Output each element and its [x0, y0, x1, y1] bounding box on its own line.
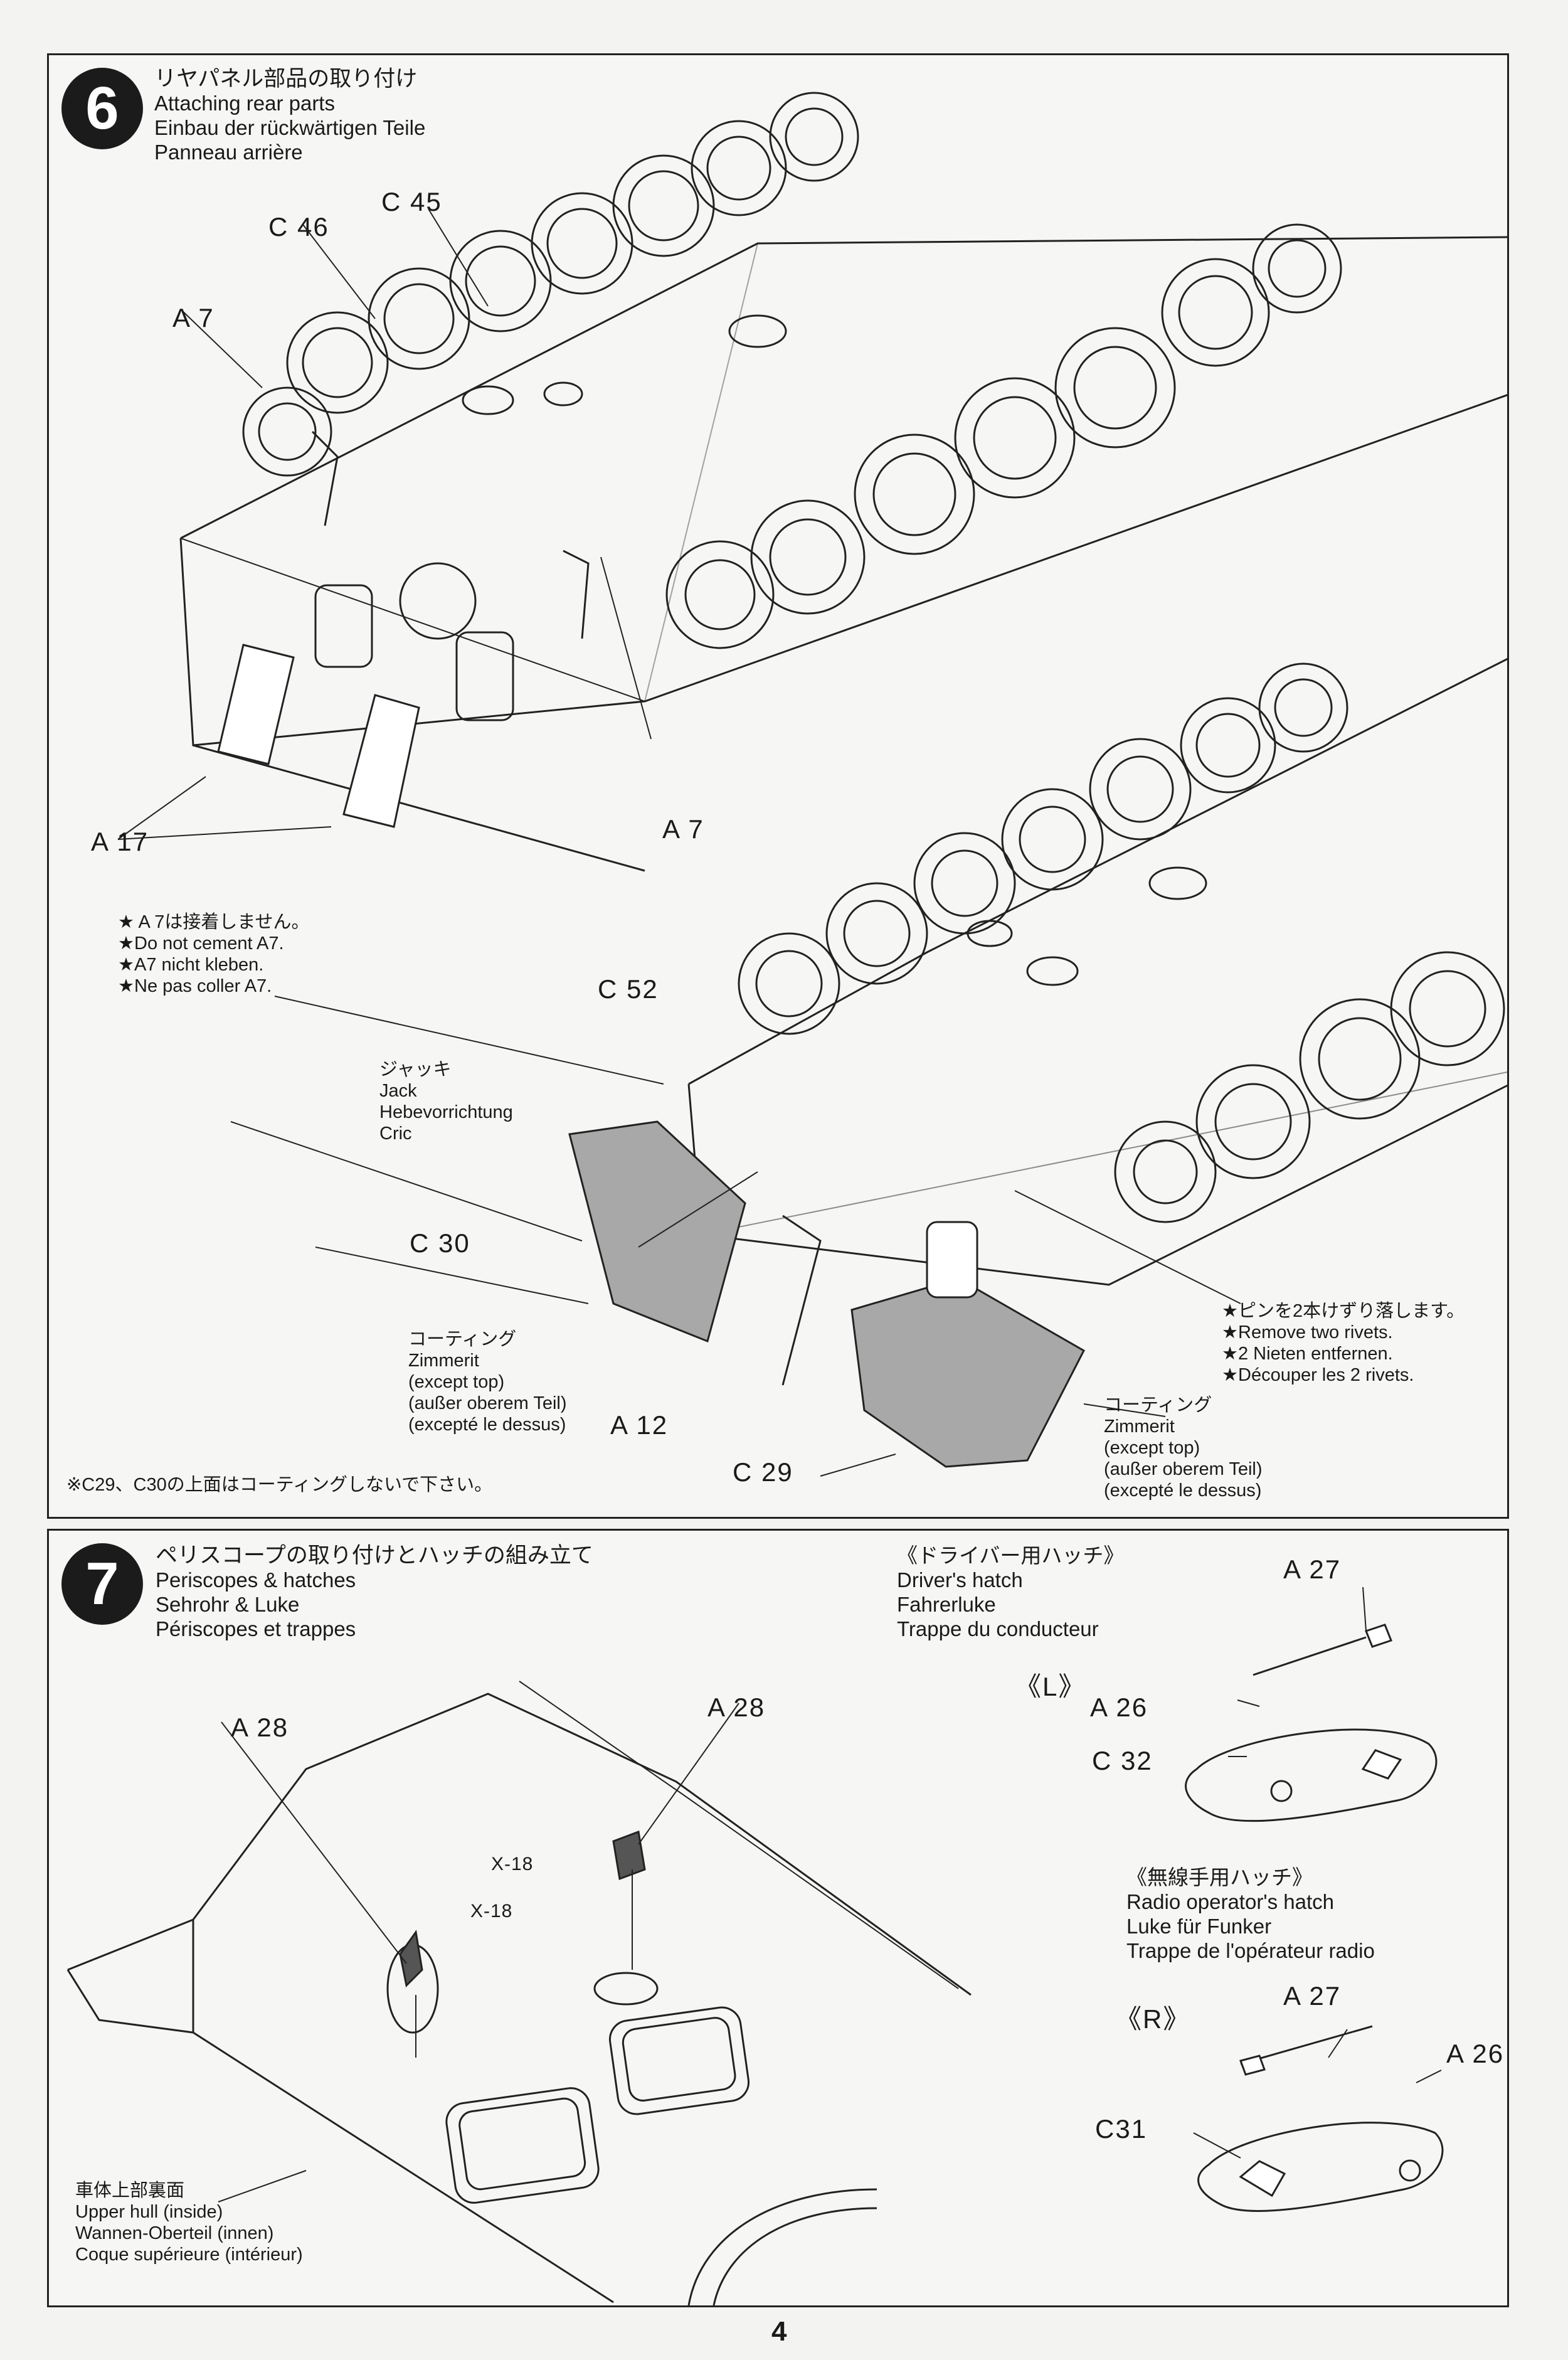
remove-rivets-note: ★ピンを2本けずり落します。 ★Remove two rivets. ★2 Ni… [1222, 1300, 1465, 1386]
coating-note-left: コーティング Zimmerit (except top) (außer ober… [408, 1329, 567, 1435]
jack-label: ジャッキ Jack Hebevorrichtung Cric [379, 1059, 513, 1144]
a7-note-en: ★Do not cement A7. [118, 933, 284, 954]
label-c46: C 46 [268, 212, 329, 242]
label-a28-left: A 28 [231, 1713, 289, 1742]
driver-hatch-title: 《ドライバー用ハッチ》 Driver's hatch Fahrerluke Tr… [897, 1543, 1124, 1641]
label-c29: C 29 [733, 1457, 793, 1487]
label-c45: C 45 [381, 187, 442, 216]
upper-hull-inside-label: 車体上部裏面 Upper hull (inside) Wannen-Oberte… [75, 2180, 303, 2265]
coating-right-except: (except top) [1104, 1438, 1200, 1458]
page-number: 4 [771, 2316, 787, 2347]
label-c32: C 32 [1092, 1746, 1153, 1775]
coating-left-except: (except top) [408, 1372, 505, 1392]
coating-right-jp: コーティング [1104, 1395, 1212, 1415]
upper-hull-de: Wannen-Oberteil (innen) [75, 2223, 274, 2243]
marker-l: 《L》 [1015, 1672, 1086, 1701]
step-6-title-de: Einbau der rückwärtigen Teile [154, 116, 426, 139]
coating-left-en: Zimmerit [408, 1351, 479, 1371]
rivets-jp: ★ピンを2本けずり落します。 [1222, 1301, 1465, 1321]
a7-note-de: ★A7 nicht kleben. [118, 955, 264, 975]
upper-hull-jp: 車体上部裏面 [75, 2181, 185, 2201]
marker-r: 《R》 [1115, 2004, 1191, 2034]
step-7-title-en: Periscopes & hatches [156, 1568, 356, 1592]
coating-right-fr: (excepté le dessus) [1104, 1480, 1262, 1501]
step-7-title: ペリスコープの取り付けとハッチの組み立て Periscopes & hatche… [156, 1543, 593, 1641]
rear-parts-illustration [117, 92, 1507, 1477]
driver-hatch-fr: Trappe du conducteur [897, 1617, 1099, 1640]
rivets-de: ★2 Nieten entfernen. [1222, 1344, 1393, 1364]
a7-note-fr: ★Ne pas coller A7. [118, 976, 272, 996]
radio-hatch-fr: Trappe de l'opérateur radio [1126, 1939, 1375, 1962]
step-6-title-jp: リヤパネル部品の取り付け [154, 66, 418, 91]
step-7-title-jp: ペリスコープの取り付けとハッチの組み立て [156, 1543, 593, 1568]
rivets-fr: ★Découper les 2 rivets. [1222, 1365, 1414, 1385]
label-x18-top: X-18 [491, 1854, 534, 1874]
step-7-panel: 7 ペリスコープの取り付けとハッチの組み立て Periscopes & hatc… [47, 1529, 1509, 2307]
rivets-en: ★Remove two rivets. [1222, 1322, 1393, 1342]
label-a7-right: A 7 [662, 814, 704, 844]
label-c30: C 30 [410, 1228, 470, 1258]
label-c31: C31 [1095, 2114, 1148, 2144]
step-6-title-fr: Panneau arrière [154, 141, 303, 164]
coating-right-de: (außer oberem Teil) [1104, 1459, 1263, 1479]
label-a7-left: A 7 [172, 303, 215, 332]
a7-no-cement-note: ★ A 7は接着しません。 ★Do not cement A7. ★A7 nic… [118, 912, 310, 997]
label-a17: A 17 [91, 827, 149, 856]
coating-note-right: コーティング Zimmerit (except top) (außer ober… [1104, 1395, 1263, 1501]
jack-en: Jack [379, 1081, 417, 1101]
driver-hatch-de: Fahrerluke [897, 1593, 996, 1616]
jack-jp: ジャッキ [379, 1060, 452, 1080]
radio-hatch-de: Luke für Funker [1126, 1915, 1272, 1938]
label-a26-top: A 26 [1090, 1693, 1148, 1722]
driver-hatch-en: Driver's hatch [897, 1568, 1023, 1592]
step-6-panel: 6 リヤパネル部品の取り付け Attaching rear parts Einb… [47, 53, 1509, 1519]
step-7-title-de: Sehrohr & Luke [156, 1593, 300, 1616]
label-x18-left: X-18 [470, 1901, 513, 1921]
step-6-title: リヤパネル部品の取り付け Attaching rear parts Einbau… [154, 66, 425, 164]
upper-hull-fr: Coque supérieure (intérieur) [75, 2245, 303, 2265]
jack-fr: Cric [379, 1124, 412, 1144]
coating-left-fr: (excepté le dessus) [408, 1415, 566, 1435]
step-6-title-en: Attaching rear parts [154, 92, 335, 115]
a7-note-jp: ★ A 7は接着しません。 [118, 912, 310, 932]
step-7-number: 7 [61, 1543, 143, 1625]
label-c52: C 52 [598, 974, 659, 1004]
label-a26-bottom: A 26 [1446, 2039, 1505, 2068]
driver-hatch-jp: 《ドライバー用ハッチ》 [897, 1544, 1125, 1567]
coating-left-de: (außer oberem Teil) [408, 1393, 567, 1413]
periscope-hatch-illustration [66, 1587, 1444, 2305]
label-a27-bottom: A 27 [1283, 1981, 1342, 2011]
radio-hatch-title: 《無線手用ハッチ》 Radio operator's hatch Luke fü… [1126, 1865, 1375, 1963]
label-a12: A 12 [610, 1410, 669, 1440]
step-7-title-fr: Périscopes et trappes [156, 1617, 356, 1640]
label-a28-right: A 28 [707, 1693, 766, 1722]
coating-right-en: Zimmerit [1104, 1417, 1175, 1437]
radio-hatch-jp: 《無線手用ハッチ》 [1126, 1866, 1313, 1889]
step-6-number: 6 [61, 68, 143, 149]
coating-footnote: ※C29、C30の上面はコーティングしないで下さい。 [66, 1475, 493, 1495]
radio-hatch-en: Radio operator's hatch [1126, 1890, 1334, 1913]
coating-left-jp: コーティング [408, 1329, 517, 1349]
label-a27-top: A 27 [1283, 1555, 1342, 1584]
jack-de: Hebevorrichtung [379, 1102, 513, 1122]
upper-hull-en: Upper hull (inside) [75, 2202, 223, 2222]
